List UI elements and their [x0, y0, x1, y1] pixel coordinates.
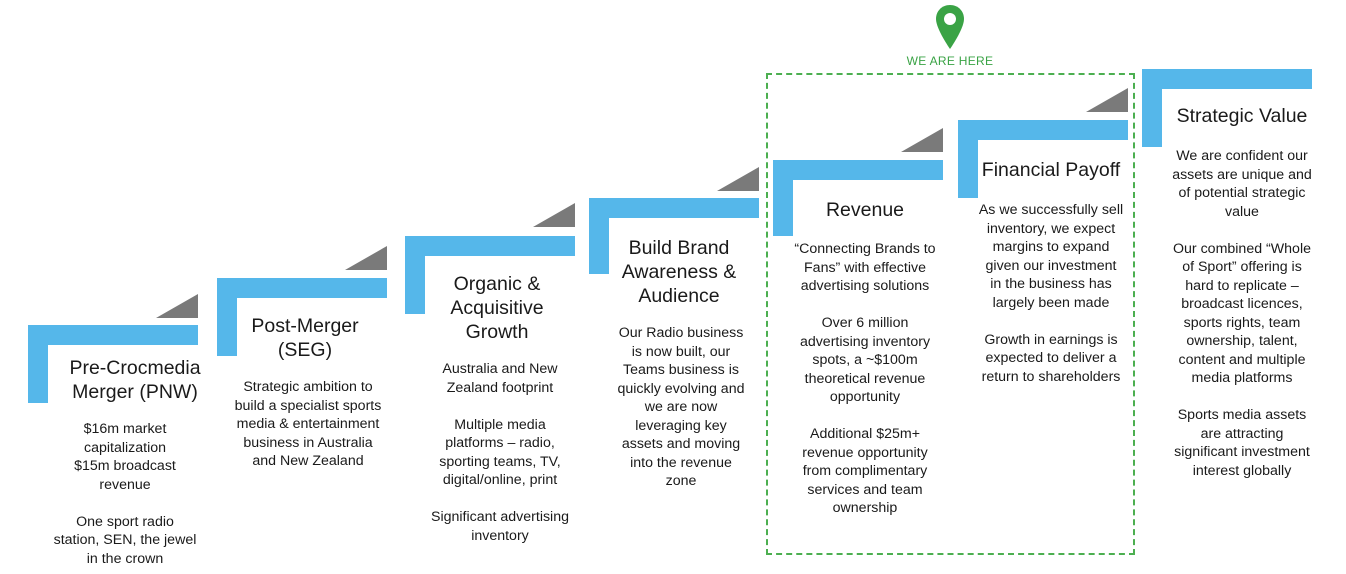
step-bar-horizontal — [28, 325, 198, 345]
step-bar-horizontal — [217, 278, 387, 298]
step-bar-vertical — [405, 236, 425, 314]
step-title: Build Brand Awareness & Audience — [621, 237, 737, 307]
step-bar-horizontal — [405, 236, 575, 256]
step-title: Revenue — [825, 199, 905, 221]
step-bar-vertical — [217, 278, 237, 356]
step-bar-vertical — [958, 120, 978, 198]
step-title: Pre-Crocmedia Merger (PNW) — [69, 357, 201, 403]
current-stage-highlight — [766, 73, 1135, 555]
step-title: Financial Payoff — [981, 159, 1121, 181]
step-title: Strategic Value — [1176, 105, 1308, 127]
step-description: $16m market capitalization $15m broadcas… — [53, 421, 197, 567]
we-are-here-label: WE ARE HERE — [906, 54, 994, 68]
step-bar-horizontal — [958, 120, 1128, 140]
step-description: We are confident our assets are unique a… — [1172, 148, 1312, 479]
location-pin-icon — [935, 4, 965, 55]
step-bar-vertical — [773, 160, 793, 236]
step-description: Australia and New Zealand footprint Mult… — [430, 361, 569, 544]
step-bar-horizontal — [773, 160, 943, 180]
step-bar-horizontal — [589, 198, 759, 218]
step-description: Our Radio business is now built, our Tea… — [617, 325, 745, 489]
step-title: Organic & Acquisitive Growth — [450, 273, 544, 343]
step-description: “Connecting Brands to Fans” with effecti… — [794, 241, 936, 516]
step-description: As we successfully sell inventory, we ex… — [978, 202, 1124, 385]
step-bar-vertical — [1142, 69, 1162, 147]
step-title: Post-Merger (SEG) — [251, 315, 359, 361]
step-bar-vertical — [589, 198, 609, 274]
step-bar-vertical — [28, 325, 48, 403]
step-bar-horizontal — [1142, 69, 1312, 89]
step-description: Strategic ambition to build a specialist… — [234, 379, 382, 469]
